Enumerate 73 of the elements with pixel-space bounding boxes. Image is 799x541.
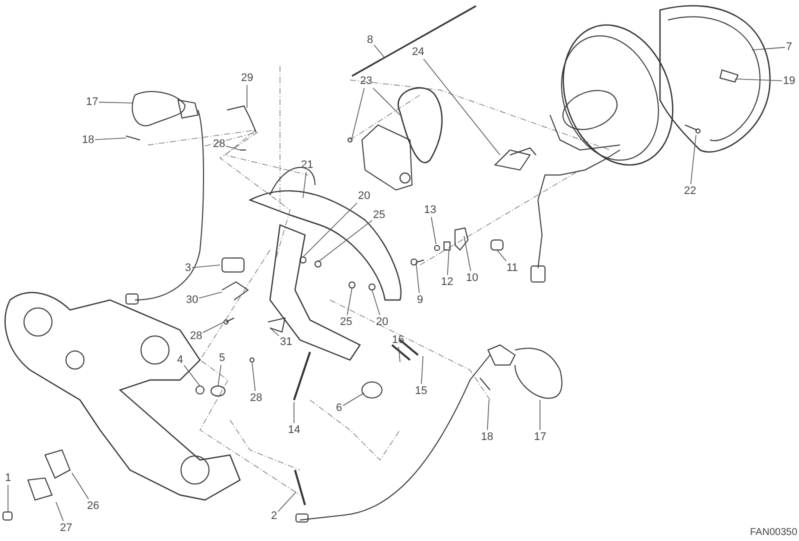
leader-line [218, 364, 222, 386]
leader-line [496, 250, 507, 262]
leader-line [352, 88, 365, 138]
callout-number: 25 [340, 316, 352, 328]
callout-number: 5 [219, 352, 226, 364]
leader-line [398, 346, 400, 362]
leader-line [202, 322, 224, 333]
leader-line [226, 146, 240, 150]
leader-line [372, 88, 400, 116]
leader-line [192, 264, 220, 268]
callout-number: 30 [186, 294, 198, 306]
leader-line [752, 46, 786, 50]
leader-line [302, 172, 307, 198]
callout-number: 8 [367, 34, 374, 46]
leader-line [690, 134, 696, 184]
callout-number: 9 [417, 294, 424, 306]
leader-line [72, 472, 89, 500]
callout-number: 2 [271, 510, 278, 522]
callout-number: 19 [783, 75, 796, 87]
callout-number: 15 [415, 385, 428, 397]
callout-number: 4 [177, 354, 184, 366]
callout-number: 22 [684, 185, 696, 197]
callout-number: 6 [336, 402, 342, 414]
callout-number: 17 [86, 96, 98, 108]
callout-number: 26 [87, 500, 100, 512]
callout-number: 14 [288, 424, 300, 436]
callout-number: 1 [5, 472, 12, 484]
callout-number: 31 [280, 336, 292, 348]
leader-line [246, 84, 248, 108]
callout-number: 21 [301, 159, 314, 171]
callout-number: 28 [190, 330, 202, 342]
callout-number: 13 [424, 204, 436, 216]
callout-number: 11 [506, 262, 518, 274]
leader-line [421, 356, 424, 384]
callout-number: 28 [213, 138, 226, 150]
leader-line [346, 288, 352, 316]
callout-number: 12 [441, 276, 454, 288]
leader-line [56, 502, 64, 522]
leader-line [252, 362, 256, 392]
callout-number: 23 [360, 75, 372, 87]
leader-line [416, 262, 420, 294]
leader-line [734, 78, 782, 82]
leader-line [270, 328, 280, 336]
leader-line [302, 202, 358, 258]
leader-line [94, 138, 126, 140]
leader-line [318, 220, 372, 262]
leader-line [98, 102, 132, 104]
callout-number: 16 [392, 334, 404, 346]
callout-number: 20 [376, 316, 388, 328]
callout-number: 28 [250, 392, 262, 404]
leader-line [374, 44, 384, 58]
callout-number: 20 [358, 190, 370, 202]
drawing-number: FAN00350 [750, 527, 798, 538]
callout-number: 10 [466, 272, 478, 284]
leader-line [278, 492, 296, 512]
leader-line [486, 400, 490, 430]
leader-line [464, 236, 472, 272]
callout-number: 7 [786, 41, 792, 53]
callout-number: 24 [412, 46, 424, 58]
leader-line [372, 290, 380, 316]
callout-number: 25 [373, 209, 386, 221]
callout-number: 29 [241, 72, 254, 84]
leader-line [447, 250, 450, 276]
callout-number: 18 [481, 431, 494, 443]
callout-number: 3 [185, 262, 192, 274]
callout-number: 17 [534, 431, 546, 443]
leader-line [423, 58, 500, 156]
leader-line [184, 364, 200, 386]
leader-line [198, 292, 222, 299]
callout-number: 27 [60, 522, 72, 534]
leader-line [430, 216, 436, 244]
leader-line [342, 392, 364, 406]
callout-number: 18 [82, 134, 94, 146]
